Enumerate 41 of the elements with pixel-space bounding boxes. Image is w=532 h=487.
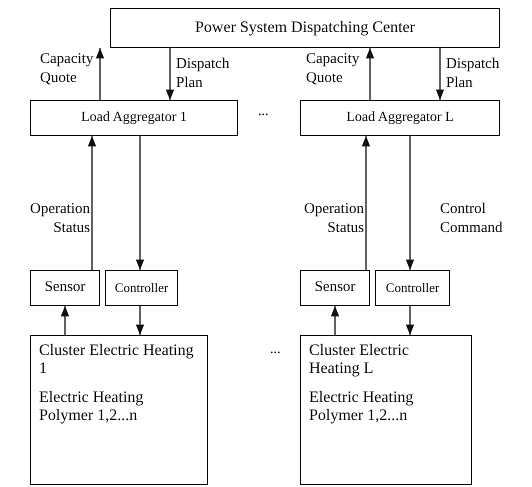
edge-label: Dispatch Plan [176, 55, 230, 92]
cluster-box [30, 335, 208, 485]
arrow [330, 306, 340, 335]
node-text: Cluster Electric Heating 1 [39, 342, 195, 379]
arrow [366, 48, 374, 100]
arrow [406, 306, 414, 335]
ellipsis: ... [270, 342, 280, 358]
ellipsis: ... [258, 104, 268, 120]
process-box [300, 100, 500, 136]
process-box [30, 270, 100, 306]
arrow [436, 48, 444, 100]
process-box [30, 100, 238, 136]
node-text: Sensor [44, 279, 86, 297]
node-text: Power System Dispatching Center [195, 18, 415, 38]
node-text: Cluster Electric Heating L [309, 342, 410, 379]
node-text: Controller [114, 280, 168, 296]
arrow [96, 48, 104, 100]
arrow [88, 136, 96, 270]
edge-label: Capacity Quote [306, 50, 360, 88]
arrow [136, 136, 144, 270]
node-text: Electric Heating Polymer 1,2...n [309, 388, 414, 426]
edge-label: Operation Status [29, 200, 90, 238]
arrow [406, 136, 414, 270]
node-text: Load Aggregator 1 [81, 110, 187, 126]
node-text: Load Aggregator L [346, 110, 454, 126]
node-text: Electric Heating Polymer 1,2...n [39, 388, 144, 426]
process-box [375, 270, 450, 306]
edge-label: Control Command [440, 200, 504, 238]
arrow [136, 306, 144, 335]
edge-label: Capacity Quote [40, 50, 94, 88]
arrow [166, 48, 174, 100]
process-box [105, 270, 178, 306]
edge-label: Operation Status [303, 200, 364, 238]
process-box [110, 8, 500, 48]
arrow [362, 136, 370, 270]
node-text: Controller [386, 280, 440, 296]
node-text: Sensor [314, 279, 356, 297]
cluster-box [300, 335, 472, 485]
edge-label: Dispatch Plan [446, 55, 500, 92]
process-box [300, 270, 370, 306]
arrow [60, 306, 70, 335]
